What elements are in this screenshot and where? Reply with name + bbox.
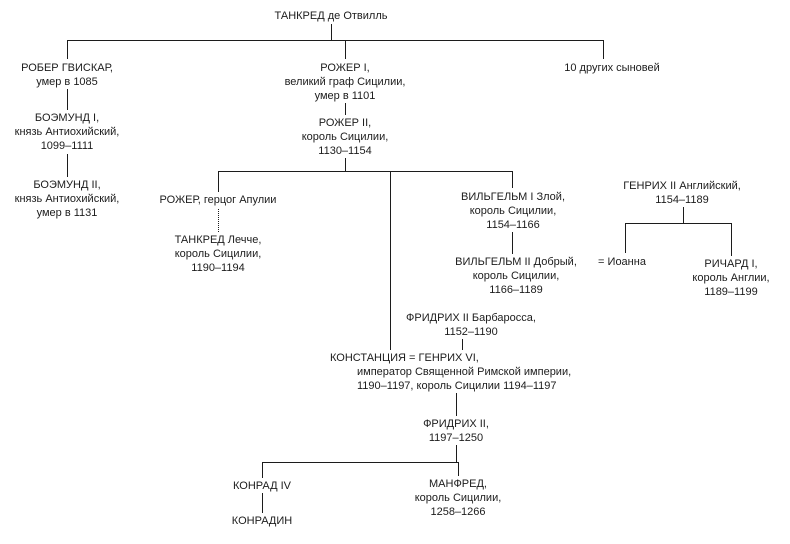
person-name: РОЖЕР, герцог Апулии bbox=[159, 194, 277, 206]
person-dates: 1166–1189 bbox=[489, 284, 543, 296]
node-frederick-barbarossa: ФРИДРИХ II Барбаросса, 1152–1190 bbox=[406, 311, 536, 339]
person-name: ТАНКРЕД Лечче, bbox=[174, 234, 262, 246]
person-name: РИЧАРД I, bbox=[704, 258, 758, 270]
node-roger-i: РОЖЕР I, великий граф Сицилии, умер в 11… bbox=[285, 61, 406, 103]
connector-apulia-to-tancred-lecce-dotted bbox=[218, 209, 219, 232]
node-tancred-of-lecce: ТАНКРЕД Лечче, король Сицилии, 1190–1194 bbox=[175, 233, 262, 275]
person-title: король Сицилии, bbox=[472, 270, 560, 282]
person-dates: 1130–1154 bbox=[318, 145, 372, 157]
connector-drop-roger-i bbox=[345, 40, 346, 59]
person-dates: 1189–1199 bbox=[704, 286, 758, 298]
person-title: князь Антиохийский, bbox=[14, 193, 120, 205]
person-name: КОНСТАНЦИЯ = ГЕНРИХ VI, bbox=[330, 352, 479, 364]
person-title: король Сицилии, bbox=[469, 205, 557, 217]
person-dates: 1152–1190 bbox=[444, 326, 498, 338]
node-ten-other-sons: 10 других сыновей bbox=[564, 61, 660, 75]
connector-drop-william-i bbox=[512, 171, 513, 188]
connector-henry-ii-children bbox=[625, 223, 731, 224]
person-dates: 1099–1111 bbox=[40, 140, 94, 152]
node-bohemond-i: БОЭМУНД I, князь Антиохийский, 1099–1111 bbox=[15, 111, 120, 153]
person-dates: 1154–1189 bbox=[655, 194, 709, 206]
node-tancred-de-hauteville: ТАНКРЕД де Отвилль bbox=[275, 9, 388, 23]
person-title: великий граф Сицилии, bbox=[284, 76, 406, 88]
person-title: король Англии, bbox=[692, 272, 770, 284]
connector-roger-ii-down bbox=[345, 158, 346, 171]
person-name: = Иоанна bbox=[598, 256, 646, 268]
person-dates: 1190–1194 bbox=[191, 262, 245, 274]
person-name: ВИЛЬГЕЛЬМ I Злой, bbox=[460, 191, 566, 203]
connector-tancred-down bbox=[331, 24, 332, 40]
connector-conrad-iv-to-conradin bbox=[262, 493, 263, 513]
person-name: ФРИДРИХ II, bbox=[423, 418, 489, 430]
person-dates: умер в 1085 bbox=[36, 76, 98, 88]
person-name: ВИЛЬГЕЛЬМ II Добрый, bbox=[455, 256, 577, 268]
connector-frederick-ii-children bbox=[262, 462, 458, 463]
person-title: император Священной Римской империи, bbox=[357, 366, 572, 378]
person-name: КОНРАД IV bbox=[233, 480, 291, 492]
node-roger-duke-of-apulia: РОЖЕР, герцог Апулии bbox=[160, 193, 277, 207]
connector-roger-ii-children bbox=[218, 171, 512, 172]
connector-drop-other-sons bbox=[603, 40, 604, 59]
connector-tancred-children bbox=[67, 40, 603, 41]
node-henry-ii-of-england: ГЕНРИХ II Английский, 1154–1189 bbox=[623, 179, 741, 207]
person-title: князь Антиохийский, bbox=[14, 126, 120, 138]
person-dates: 1197–1250 bbox=[428, 432, 484, 444]
person-title: король Сицилии, bbox=[414, 492, 502, 504]
connector-william-i-to-ii bbox=[512, 232, 513, 254]
person-name: БОЭМУНД II, bbox=[33, 179, 101, 191]
node-conrad-iv: КОНРАД IV bbox=[233, 479, 291, 493]
person-name: ТАНКРЕД де Отвилль bbox=[274, 10, 388, 22]
person-name: МАНФРЕД, bbox=[429, 478, 487, 490]
connector-drop-joanna bbox=[625, 223, 626, 253]
connector-drop-conrad-iv bbox=[262, 462, 263, 478]
person-dates: умер в 1131 bbox=[36, 207, 98, 219]
connector-roger-i-to-roger-ii bbox=[345, 103, 346, 115]
connector-drop-robert-guiscard bbox=[67, 40, 68, 59]
node-frederick-ii: ФРИДРИХ II, 1197–1250 bbox=[423, 417, 489, 445]
person-name: РОЖЕР II, bbox=[318, 117, 372, 129]
person-name: КОНРАДИН bbox=[231, 515, 293, 527]
connector-drop-richard-i bbox=[731, 223, 732, 256]
node-constance-and-henry-vi: КОНСТАНЦИЯ = ГЕНРИХ VI, император Священ… bbox=[330, 351, 571, 393]
node-richard-i: РИЧАРД I, король Англии, 1189–1199 bbox=[692, 257, 769, 299]
node-william-ii: ВИЛЬГЕЛЬМ II Добрый, король Сицилии, 116… bbox=[455, 255, 577, 297]
person-name: ФРИДРИХ II Барбаросса, bbox=[406, 312, 536, 324]
connector-drop-roger-apulia bbox=[218, 171, 219, 192]
person-dates: 1258–1266 bbox=[430, 506, 486, 518]
person-dates: 1190–1197, король Сицилии 1194–1197 bbox=[357, 380, 557, 392]
node-roger-ii: РОЖЕР II, король Сицилии, 1130–1154 bbox=[302, 116, 389, 158]
connector-henry-ii-down bbox=[683, 207, 684, 223]
person-name: БОЭМУНД I, bbox=[34, 112, 100, 124]
node-bohemond-ii: БОЭМУНД II, князь Антиохийский, умер в 1… bbox=[15, 178, 120, 220]
connector-roger-ii-to-constance bbox=[390, 171, 391, 350]
person-name: 10 других сыновей bbox=[564, 62, 660, 74]
node-william-i: ВИЛЬГЕЛЬМ I Злой, король Сицилии, 1154–1… bbox=[461, 190, 565, 232]
connector-robert-to-bohemond-i bbox=[67, 89, 68, 110]
person-name: ГЕНРИХ II Английский, bbox=[623, 180, 741, 192]
connector-bohemond-i-to-ii bbox=[67, 154, 68, 177]
connector-frederick-ii-down bbox=[456, 445, 457, 462]
connector-constance-to-frederick-ii bbox=[456, 393, 457, 416]
connector-drop-manfred bbox=[458, 462, 459, 476]
person-dates: 1154–1166 bbox=[486, 219, 540, 231]
node-robert-guiscard: РОБЕР ГВИСКАР, умер в 1085 bbox=[21, 61, 113, 89]
node-conradin: КОНРАДИН bbox=[232, 514, 292, 528]
person-title: король Сицилии, bbox=[174, 248, 262, 260]
node-manfred: МАНФРЕД, король Сицилии, 1258–1266 bbox=[415, 477, 502, 519]
person-dates: умер в 1101 bbox=[314, 90, 376, 102]
person-name: РОЖЕР I, bbox=[320, 62, 370, 74]
person-name: РОБЕР ГВИСКАР, bbox=[21, 62, 113, 74]
node-joanna-spouse: = Иоанна bbox=[598, 255, 646, 269]
connector-barbarossa-to-henry-vi bbox=[462, 339, 463, 350]
person-title: король Сицилии, bbox=[301, 131, 389, 143]
